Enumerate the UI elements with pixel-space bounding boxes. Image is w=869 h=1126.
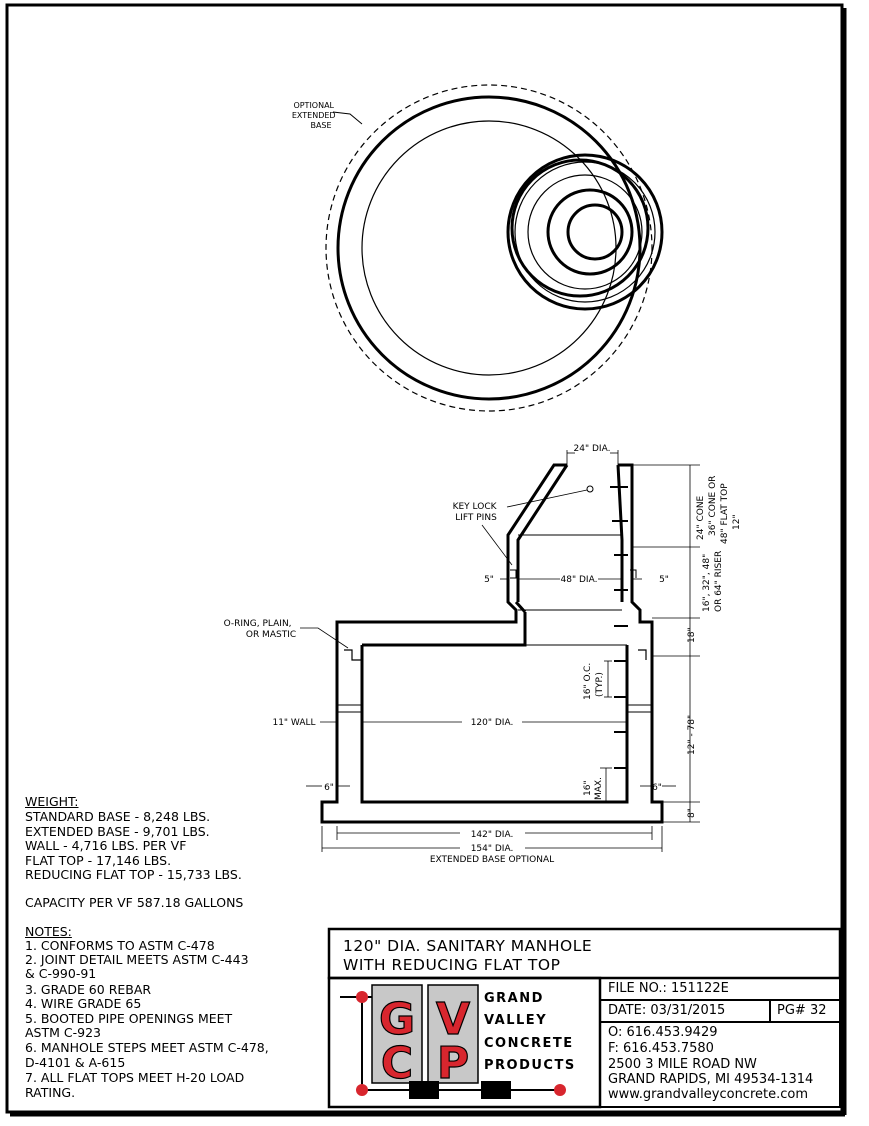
optional-base-label: OPTIONAL EXTENDED BASE [292, 101, 338, 130]
plan-view: OPTIONAL EXTENDED BASE [292, 84, 664, 412]
logo-dot [554, 1084, 566, 1096]
note-item: 6. MANHOLE STEPS MEET ASTM C-478, [25, 1040, 269, 1055]
phone-number: O: 616.453.9429 [608, 1025, 718, 1040]
extended-base-optional: EXTENDED BASE OPTIONAL [430, 855, 554, 865]
notes-heading: NOTES: [25, 924, 72, 939]
file-number: FILE NO.: 151122E [608, 981, 729, 996]
title-block-frame [327, 927, 842, 1109]
website-link[interactable]: www.grandvalleyconcrete.com [608, 1087, 809, 1102]
company-logo: G V C P [340, 984, 566, 1099]
opening-circle [566, 203, 624, 261]
logo-word-concrete: CONCRETE [484, 1036, 574, 1051]
note-item: 4. WIRE GRADE 65 [25, 996, 142, 1011]
note-item: 5. BOOTED PIPE OPENINGS MEET [25, 1011, 233, 1026]
note-item: 3. GRADE 60 REBAR [25, 982, 152, 997]
cone-spec-1: 24" CONE [696, 495, 706, 540]
logo-letter-c: C [381, 1038, 413, 1089]
cone-spec-3: 48" FLAT TOP [720, 483, 730, 544]
dim-typ: (TYP.) [595, 672, 605, 697]
weight-line: STANDARD BASE - 8,248 LBS. [25, 809, 211, 824]
dim-8: 8" [687, 808, 697, 818]
riser-inner-circle [527, 174, 643, 290]
dim-6-right: 6" [652, 783, 662, 793]
weight-line: FLAT TOP - 17,146 LBS. [25, 853, 172, 868]
section-dimension-labels: 24" DIA. KEY LOCK LIFT PINS 5" 5" 48" DI… [224, 444, 742, 865]
dim-16-oc: 16" O.C. [583, 663, 593, 700]
note-item: RATING. [25, 1085, 76, 1100]
cone-spec-4: 12" [732, 514, 742, 530]
drawing-title: 120" DIA. SANITARY MANHOLE WITH REDUCING… [343, 937, 592, 975]
logo-box-left [371, 984, 423, 1084]
key-lock-label: KEY LOCK LIFT PINS [453, 502, 500, 523]
oring-label: O-RING, PLAIN, OR MASTIC [224, 619, 297, 640]
note-item: 2. JOINT DETAIL MEETS ASTM C-443 [25, 952, 249, 967]
logo-dot [356, 1084, 368, 1096]
address-line-2: GRAND RAPIDS, MI 49534-1314 [608, 1072, 814, 1087]
page-number: PG# 32 [777, 1003, 827, 1018]
dim-48-dia: 48" DIA. [561, 575, 598, 585]
weight-heading: WEIGHT: [25, 794, 79, 809]
section-view [300, 450, 700, 852]
logo-letter-p: P [437, 1038, 469, 1089]
extended-base-circle [325, 84, 653, 412]
dim-max: MAX. [594, 777, 604, 800]
weight-line: REDUCING FLAT TOP - 15,733 LBS. [25, 867, 242, 882]
dim-120-dia: 120" DIA. [471, 718, 514, 728]
note-item: ASTM C-923 [25, 1025, 101, 1040]
logo-word-products: PRODUCTS [484, 1058, 576, 1073]
note-item: & C-990-91 [25, 966, 97, 981]
logo-dot [356, 991, 368, 1003]
weight-line: EXTENDED BASE - 9,701 LBS. [25, 824, 210, 839]
outer-wall-circle [336, 95, 642, 401]
capacity-text: CAPACITY PER VF 587.18 GALLONS [25, 895, 244, 910]
note-item: 1. CONFORMS TO ASTM C-478 [25, 938, 215, 953]
note-item: D-4101 & A-615 [25, 1055, 126, 1070]
title-line-2: WITH REDUCING FLAT TOP [343, 956, 561, 974]
dim-12-78: 12" - 78" [687, 715, 697, 755]
dim-5-right: 5" [659, 575, 669, 585]
title-line-1: 120" DIA. SANITARY MANHOLE [343, 937, 593, 955]
logo-letter-g: G [379, 994, 415, 1045]
riser-spec-1: 16", 32", 48" [702, 554, 712, 612]
cone-outer-circle [546, 188, 634, 276]
dim-154-dia: 154" DIA. [471, 844, 514, 854]
logo-word-valley: VALLEY [484, 1013, 548, 1028]
fax-number: F: 616.453.7580 [608, 1041, 714, 1056]
dim-142-dia: 142" DIA. [471, 830, 514, 840]
sheet-border [5, 3, 844, 1114]
dim-5-left: 5" [484, 575, 494, 585]
logo-box-right [427, 984, 479, 1084]
weight-line: WALL - 4,716 LBS. PER VF [25, 838, 187, 853]
riser-outer-circle [510, 158, 650, 298]
note-item: 7. ALL FLAT TOPS MEET H-20 LOAD [25, 1070, 245, 1085]
reducing-top-circle [506, 153, 664, 311]
dim-18: 18" [687, 627, 697, 643]
dim-6-left: 6" [324, 783, 334, 793]
dim-24-dia: 24" DIA. [574, 444, 611, 454]
logo-letter-v: V [436, 994, 470, 1045]
cone-spec-2: 36" CONE OR [708, 476, 718, 536]
dim-16-max: 16" [583, 780, 593, 796]
drawing-date: DATE: 03/31/2015 [608, 1003, 726, 1018]
address-line-1: 2500 3 MILE ROAD NW [608, 1057, 757, 1072]
logo-word-grand: GRAND [484, 991, 544, 1006]
riser-spec-2: OR 64" RISER [714, 551, 724, 612]
dim-11-wall: 11" WALL [272, 718, 315, 728]
